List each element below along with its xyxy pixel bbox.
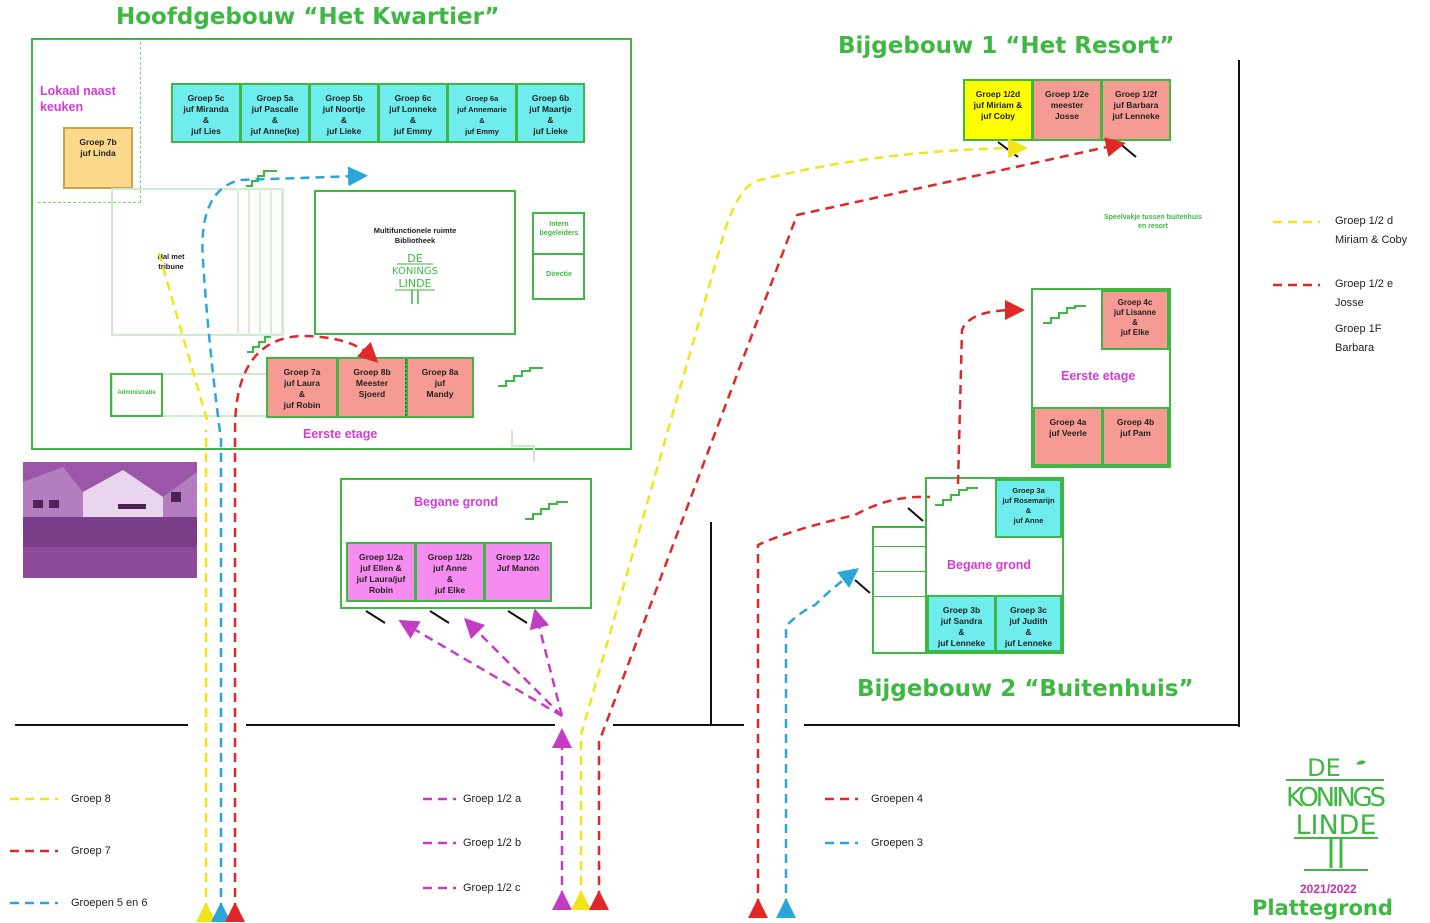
legend-swatches [10, 220, 1320, 905]
legend-12e-line2: Josse [1335, 297, 1364, 309]
legend-group12b: Groep 1/2 b [463, 837, 522, 849]
legend-12d-line1: Groep 1/2 d [1335, 215, 1394, 227]
year-label: 2021/2022 [1300, 882, 1357, 896]
group-5c-room: Groep 5c juf Miranda & juf Lies [171, 83, 241, 143]
group-12c-room: Groep 1/2c Juf Manon [484, 542, 552, 602]
street-lines [15, 60, 1240, 727]
main-building-title: Hoofdgebouw “Het Kwartier” [116, 4, 500, 30]
plattegrond-title: Plattegrond [1252, 896, 1393, 920]
logo-line2: KONINGS [1286, 783, 1386, 813]
group-6a-room: Groep 6a juf Annemarie & juf Emmy [447, 83, 517, 143]
svg-text:KONINGS: KONINGS [392, 266, 438, 277]
stairs-icon [246, 170, 1086, 520]
legend-12e-line1: Groep 1/2 e [1335, 278, 1394, 290]
legend-group12c: Groep 1/2 c [463, 882, 521, 894]
intern-label: Intern begeleiders [539, 221, 579, 237]
legend-12d-line2: Miriam & Coby [1335, 234, 1408, 246]
school-photo [23, 462, 197, 578]
svg-text:DE: DE [407, 252, 422, 265]
legend-1f-line1: Groep 1F [1335, 323, 1382, 335]
multi-label-1: Multifunctionele ruimte [373, 226, 457, 235]
administratie-room [110, 373, 163, 417]
door-marks [365, 141, 1137, 624]
lokaal-label: Lokaal naast keuken [40, 84, 116, 114]
group-6b-room: Groep 6b juf Maartje & juf Lieke [516, 83, 585, 143]
legend-1f-line2: Barbara [1335, 342, 1375, 354]
ground-floor-label: Begane grond [414, 495, 499, 509]
administratie-label: Administratie [117, 390, 156, 396]
logo-line3: LINDE [1295, 810, 1376, 841]
hal-label: Hal met tribune [157, 252, 185, 271]
bird-icon [1356, 760, 1366, 765]
group-6c-room: Groep 6c juf Lonneke & juf Emmy [378, 83, 448, 143]
kitchen-zone [38, 42, 141, 203]
legend-group8: Groep 8 [71, 793, 111, 805]
resort-title: Bijgebouw 1 “Het Resort” [838, 33, 1175, 59]
logo-small-icon: DE KONINGS LINDE [392, 252, 438, 304]
group-7b-room: Groep 7b juf Linda [63, 127, 133, 189]
legend-group7: Groep 7 [71, 845, 111, 857]
group-8a-room: Groep 8a juf Mandy [406, 357, 474, 418]
directie-label: Directie [546, 271, 572, 278]
group-12b-room: Groep 1/2b juf Anne & juf Elke [415, 542, 485, 602]
group-12f-room: Groep 1/2f juf Barbara juf Lenneke [1101, 79, 1171, 141]
group-12d-room: Groep 1/2d juf Miriam & juf Coby [963, 79, 1033, 141]
legend-group56: Groepen 5 en 6 [71, 897, 148, 909]
svg-text:LINDE: LINDE [398, 277, 431, 290]
legend-group12a: Groep 1/2 a [463, 793, 522, 805]
konings-linde-logo: DE KONINGS LINDE [1286, 754, 1386, 871]
logo-line1: DE [1307, 754, 1341, 782]
office-divider [532, 253, 585, 255]
multi-label-2: Bibliotheek [394, 236, 436, 245]
room-divider-dotted [405, 359, 407, 416]
group-5b-room: Groep 5b juf Noortje & juf Lieke [309, 83, 379, 143]
